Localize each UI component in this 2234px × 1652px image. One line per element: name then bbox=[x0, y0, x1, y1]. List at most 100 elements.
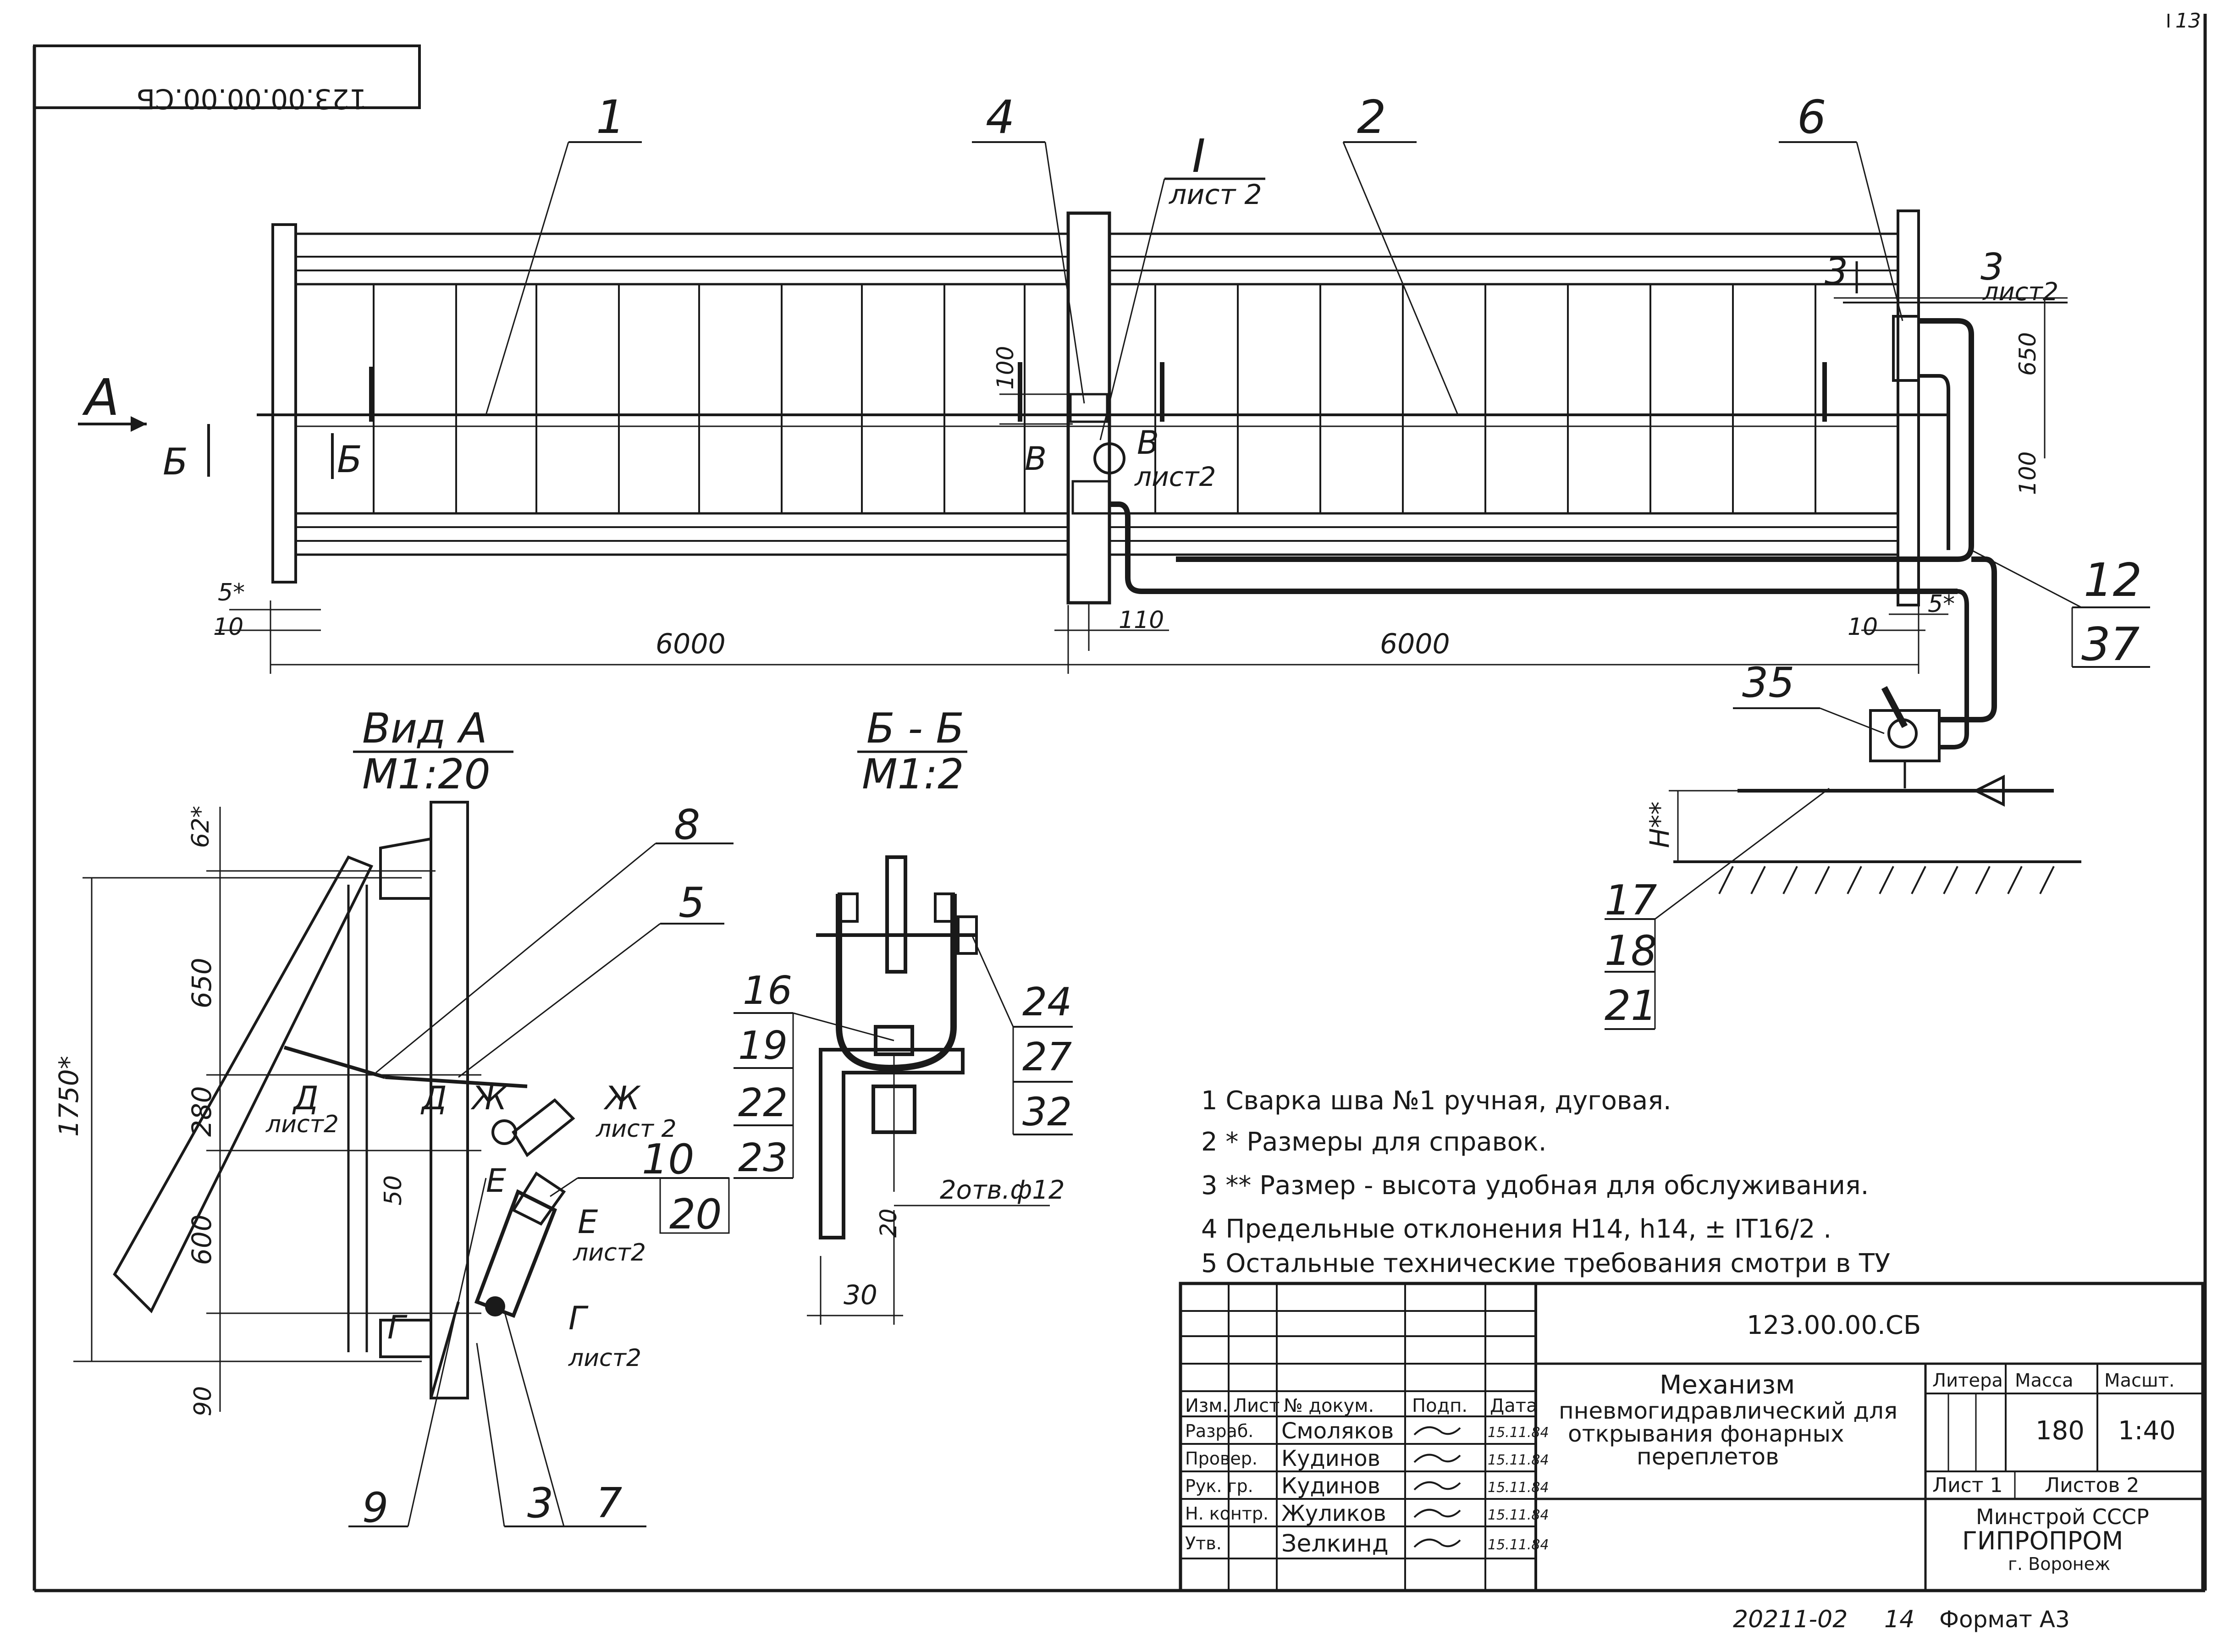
note-3: 3 ** Размер - высота удобная для обслужи… bbox=[1201, 1171, 1869, 1200]
section-v-sheet: лист2 bbox=[1134, 461, 1216, 492]
callout-20: 20 bbox=[669, 1190, 722, 1239]
tb-sheet: Лист 1 bbox=[1932, 1474, 2002, 1497]
callout-37: 37 bbox=[2081, 617, 2140, 671]
section-e-right: Е bbox=[578, 1203, 598, 1241]
dim-h-star: H** bbox=[1644, 801, 1675, 848]
section-g-right: Г bbox=[568, 1300, 589, 1337]
signature-2 bbox=[1413, 1454, 1461, 1463]
callout-9: 9 bbox=[362, 1484, 388, 1532]
callout-4: 4 bbox=[986, 90, 1015, 144]
callout-10: 10 bbox=[642, 1135, 695, 1184]
row-1-role: Разраб. bbox=[1185, 1421, 1253, 1441]
hdr-list: Лист bbox=[1233, 1395, 1280, 1416]
callout-27: 27 bbox=[1022, 1035, 1072, 1080]
callout-7: 7 bbox=[596, 1479, 622, 1527]
row-2-date: 15.11.84 bbox=[1488, 1452, 1549, 1468]
dim-6000-left: 6000 bbox=[656, 628, 726, 660]
callout-1: 1 bbox=[596, 90, 625, 144]
row-3-date: 15.11.84 bbox=[1488, 1480, 1549, 1496]
view-a-scale: М1:20 bbox=[362, 750, 491, 798]
section-b-right: Б bbox=[337, 438, 362, 481]
hdr-date: Дата bbox=[1490, 1395, 1538, 1416]
callout-6: 6 bbox=[1797, 90, 1826, 144]
note-5: 5 Остальные технические требования смотр… bbox=[1201, 1249, 1890, 1278]
tb-scale: 1:40 bbox=[2118, 1416, 2176, 1446]
tb-sheets: Листов 2 bbox=[2045, 1474, 2139, 1497]
footer-format: Формат А3 bbox=[1939, 1606, 2070, 1633]
footer-number-left: 20211-02 bbox=[1733, 1606, 1848, 1633]
section-bb-d20: 20 bbox=[875, 1208, 902, 1238]
dim-100-right: 100 bbox=[2014, 452, 2041, 495]
view-arrow-label: А bbox=[82, 368, 119, 427]
tb-code: 123.00.00.СБ bbox=[1747, 1311, 1921, 1340]
title-block: Изм. Лист № докум. Подп. Дата Разраб. См… bbox=[1179, 1282, 2205, 1592]
callout-24: 24 bbox=[1022, 980, 1072, 1025]
row-5-date: 15.11.84 bbox=[1488, 1537, 1549, 1553]
callout-16: 16 bbox=[743, 968, 792, 1013]
dim-10-left: 10 bbox=[213, 613, 243, 641]
detail-I-sheet: лист 2 bbox=[1169, 179, 1262, 211]
technical-notes: 1 Сварка шва №1 ручная, дуговая. 2 * Раз… bbox=[1201, 1086, 1890, 1278]
note-2: 2 * Размеры для справок. bbox=[1201, 1127, 1547, 1157]
dim-110: 110 bbox=[1119, 606, 1164, 634]
view-arrow-head bbox=[131, 416, 147, 432]
tb-name-3: открывания фонарных bbox=[1568, 1421, 1844, 1447]
callout-12: 12 bbox=[2084, 553, 2142, 607]
dim-100-mid: 100 bbox=[992, 346, 1019, 390]
tb-org-1: Минстрой СССР bbox=[1976, 1504, 2149, 1529]
dim-50: 50 bbox=[380, 1175, 407, 1206]
dim-6000-right: 6000 bbox=[1380, 628, 1450, 660]
tb-name-4: переплетов bbox=[1637, 1443, 1779, 1470]
tb-mass-label: Масса bbox=[2015, 1370, 2074, 1391]
top-view: H** 650 100 5* 10 6000 110 6000 10 5* 10… bbox=[78, 90, 2150, 1030]
row-5-role: Утв. bbox=[1185, 1533, 1222, 1553]
cylinder-pivot bbox=[485, 1296, 505, 1316]
section-b-left: Б bbox=[163, 441, 188, 483]
section-d-right: Д bbox=[420, 1079, 447, 1117]
section-bb-scale: М1:2 bbox=[862, 750, 964, 798]
dim-1750: 1750* bbox=[53, 1056, 84, 1137]
row-4-name: Жуликов bbox=[1281, 1501, 1386, 1526]
section-zh-right: Ж bbox=[603, 1079, 641, 1117]
section-3-sheet: лист2 bbox=[1982, 277, 2058, 306]
hdr-izm: Изм. bbox=[1185, 1395, 1228, 1416]
doc-code-box: 123.00.00.00.СБ bbox=[33, 44, 421, 115]
row-3-name: Кудинов bbox=[1281, 1473, 1380, 1499]
callout-35: 35 bbox=[1742, 659, 1795, 707]
detail-I: I bbox=[1192, 129, 1206, 183]
doc-code-rotated: 123.00.00.00.СБ bbox=[136, 83, 367, 115]
callout-18: 18 bbox=[1605, 927, 1657, 975]
view-a: Вид А М1:20 62* 650 1750* 280 600 bbox=[53, 705, 734, 1532]
callout-2: 2 bbox=[1357, 90, 1386, 144]
section-e-left: Е bbox=[486, 1162, 507, 1200]
dim-5-right: 5* bbox=[1928, 590, 1955, 618]
dim-280: 280 bbox=[186, 1086, 217, 1137]
tb-name-1: Механизм bbox=[1660, 1370, 1795, 1400]
row-2-role: Провер. bbox=[1185, 1448, 1258, 1469]
tb-org-3: г. Воронеж bbox=[2008, 1554, 2110, 1574]
row-4-role: Н. контр. bbox=[1185, 1503, 1269, 1524]
note-1: 1 Сварка шва №1 ручная, дуговая. bbox=[1201, 1086, 1671, 1116]
tb-mass: 180 bbox=[2035, 1416, 2085, 1446]
section-zh-sheet: лист 2 bbox=[596, 1115, 677, 1143]
section-bb: Б - Б М1:2 30 20 2отв.ф12 16 19 22 23 bbox=[734, 705, 1073, 1325]
signature-5 bbox=[1413, 1538, 1461, 1548]
callout-32: 32 bbox=[1022, 1090, 1072, 1135]
callout-3: 3 bbox=[527, 1479, 553, 1527]
row-2-name: Кудинов bbox=[1281, 1446, 1380, 1471]
section-bb-holes: 2отв.ф12 bbox=[940, 1175, 1065, 1205]
section-3-right: 3 bbox=[1980, 246, 2004, 288]
section-v-right: В bbox=[1137, 424, 1159, 462]
section-bb-d30: 30 bbox=[844, 1279, 877, 1311]
callout-22: 22 bbox=[738, 1080, 788, 1126]
view-a-title: Вид А bbox=[362, 705, 487, 753]
section-3-left: 3 bbox=[1825, 250, 1848, 293]
signature-1 bbox=[1413, 1426, 1461, 1436]
dim-600: 600 bbox=[186, 1214, 217, 1265]
signature-4 bbox=[1413, 1509, 1461, 1518]
callout-17: 17 bbox=[1605, 876, 1657, 925]
section-d-sheet: лист2 bbox=[265, 1111, 339, 1138]
signature-3 bbox=[1413, 1481, 1461, 1491]
